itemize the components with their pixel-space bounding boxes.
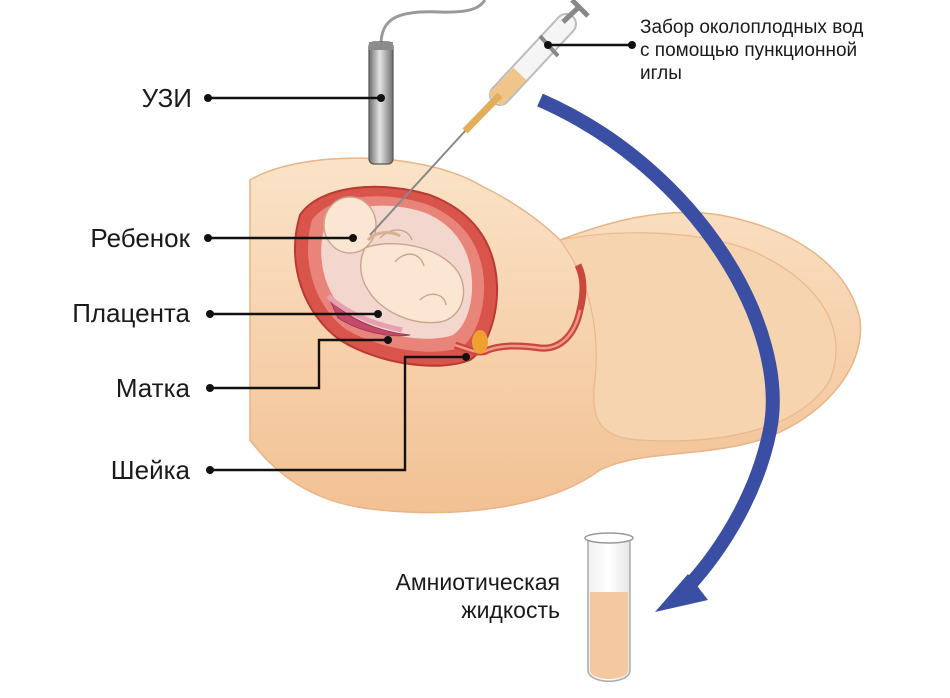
needle-note: Забор околоплодных вод с помощью пункцио… (640, 16, 863, 85)
cervix-plug (472, 330, 488, 354)
amniotic-fluid-line2: жидкость (461, 597, 560, 623)
process-arrowhead (655, 574, 708, 612)
placenta-shape (329, 299, 411, 337)
needle-note-line2: с помощью пункционной (640, 40, 858, 61)
amniotic-fluid-label: Амниотическая жидкость (396, 568, 560, 624)
leader-uterus (210, 338, 388, 390)
amniotic-fluid-line1: Амниотическая (395, 569, 560, 595)
needle-note-line3: иглы (640, 63, 682, 84)
label-baby: Ребенок (90, 223, 190, 253)
process-arrow (537, 93, 780, 600)
syringe (369, 0, 590, 236)
leader-cervix (210, 355, 466, 472)
probe-cable (379, 0, 487, 46)
label-placenta: Плацента (72, 298, 190, 328)
needle-note-line1: Забор околоплодных вод (640, 17, 864, 38)
test-tube (584, 532, 634, 682)
label-uterus: Матка (115, 373, 190, 403)
leader-dots (204, 41, 636, 474)
label-cervix: Шейка (110, 455, 190, 485)
ultrasound-probe (368, 41, 394, 165)
label-ultrasound: УЗИ (141, 83, 192, 113)
leader-lines (208, 43, 632, 472)
